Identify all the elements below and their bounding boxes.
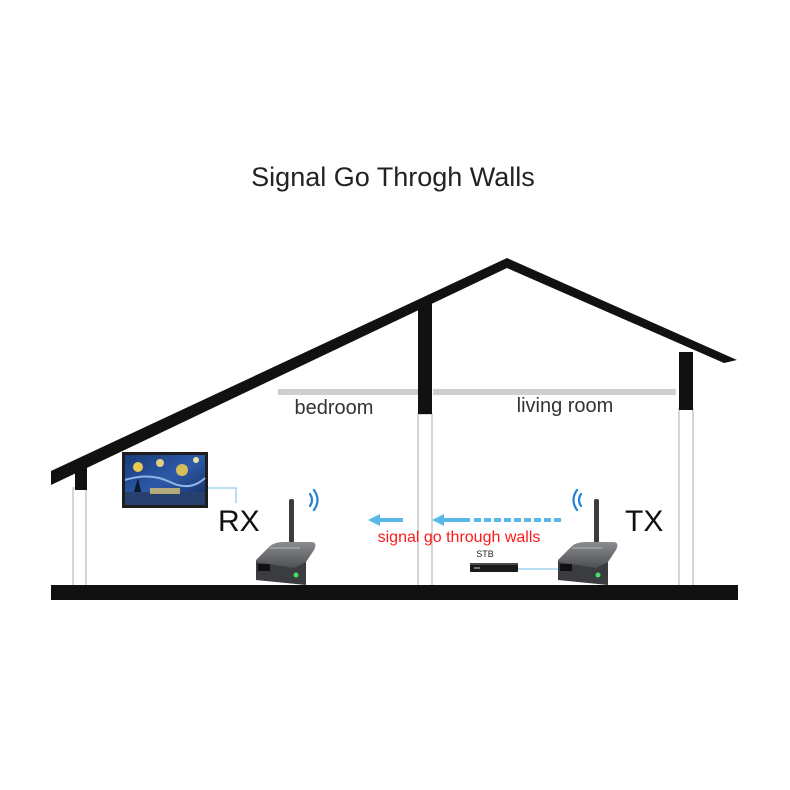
diagram-title: Signal Go Throgh Walls bbox=[251, 162, 535, 192]
left-wall-cap bbox=[75, 468, 87, 490]
tv-icon bbox=[122, 452, 208, 508]
bedroom-label: bedroom bbox=[295, 397, 374, 419]
living-room-label: living room bbox=[517, 395, 614, 417]
bedroom-ceiling bbox=[278, 389, 418, 395]
stb-label: STB bbox=[476, 549, 494, 559]
signal-arrow bbox=[368, 514, 561, 526]
roof bbox=[51, 258, 737, 485]
signal-caption: signal go through walls bbox=[378, 529, 541, 546]
middle-wall-cap bbox=[418, 300, 432, 414]
right-outer-wall bbox=[678, 407, 694, 589]
transmitter-device bbox=[558, 499, 618, 585]
floor bbox=[51, 585, 738, 600]
tv-cable bbox=[208, 487, 237, 503]
tx-wireless-icon bbox=[572, 488, 583, 512]
left-outer-wall bbox=[72, 487, 87, 589]
living-room-ceiling bbox=[433, 389, 676, 395]
rx-wireless-icon bbox=[308, 488, 319, 512]
middle-wall bbox=[417, 413, 433, 589]
tx-label: TX bbox=[625, 505, 663, 538]
right-wall-cap bbox=[679, 352, 693, 410]
rx-label: RX bbox=[218, 505, 260, 538]
receiver-device bbox=[256, 499, 316, 585]
set-top-box-icon bbox=[470, 563, 518, 572]
